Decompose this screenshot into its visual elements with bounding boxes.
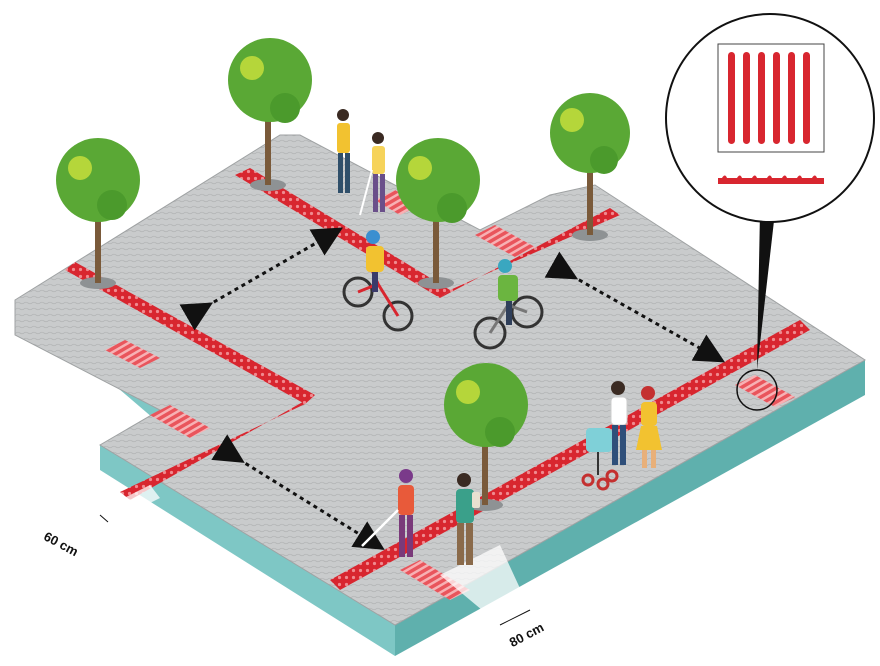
width-label-left: 60 cm [41, 529, 81, 560]
stroller-icon [581, 428, 619, 491]
tile-profile-icon [718, 175, 824, 184]
tactile-strip-top-right [440, 208, 620, 298]
dimension-60cm: 60 cm [41, 485, 160, 559]
tree-icon [444, 363, 528, 511]
tactile-strip-main [330, 320, 810, 590]
warning-tile-1 [105, 340, 160, 368]
tactile-guide-tile-icon [728, 52, 810, 144]
tree-icon [396, 138, 480, 289]
width-label-bottom: 80 cm [507, 619, 547, 650]
warning-tile-6 [400, 560, 470, 600]
person-icon [361, 469, 414, 557]
tree-icon [550, 93, 630, 241]
warning-tile-2 [150, 405, 210, 438]
tactile-strip-left-top [65, 262, 315, 404]
callout-pointer [757, 212, 775, 370]
arrow-left [179, 227, 343, 331]
tactile-detail-callout [665, 13, 875, 411]
person-icon [337, 109, 350, 193]
person-icon [456, 473, 480, 565]
cyclist-icon [473, 259, 544, 350]
person-icon [636, 386, 662, 468]
zoom-marker-circle [736, 369, 778, 411]
person-icon [359, 132, 385, 216]
warning-tile-3 [475, 225, 535, 257]
arrow-bottom [211, 434, 385, 550]
person-icon [610, 381, 628, 465]
tree-icon [228, 38, 312, 191]
width-arrows [179, 227, 726, 550]
warning-tile-5 [735, 375, 795, 407]
cyclist-icon [342, 230, 414, 332]
tree-icon [56, 138, 140, 289]
